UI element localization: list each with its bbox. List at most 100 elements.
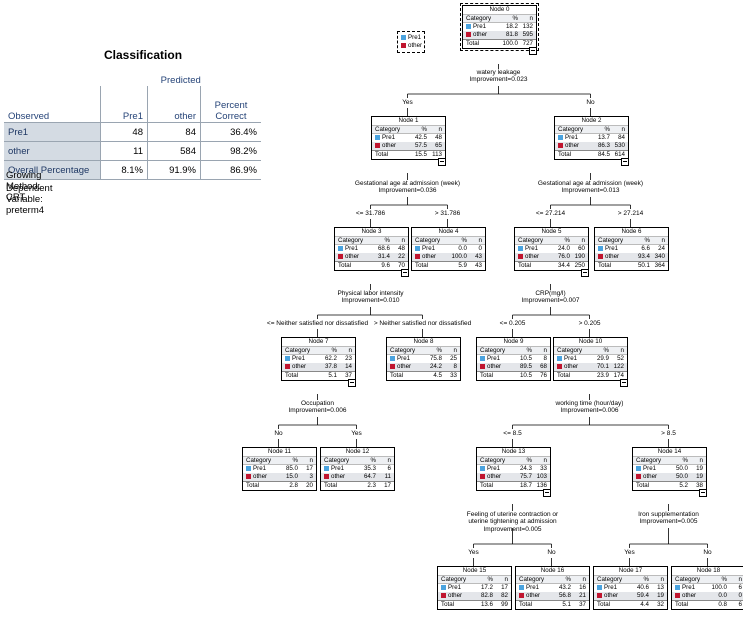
predicted-header: Predicted [160,75,201,86]
split-variable: watery leakage [476,69,521,76]
collapse-toggle-icon[interactable] [348,379,356,387]
node-category-header: Category%n [554,346,627,355]
pre1-swatch-icon [675,584,680,590]
collapse-toggle-icon[interactable] [438,158,446,166]
collapse-toggle-icon[interactable] [581,269,589,277]
row-label: Overall Percentage [4,160,101,180]
collapse-toggle-icon[interactable] [620,379,628,387]
split-label: working time (hour/day)Improvement=0.006 [556,400,624,415]
split-improvement: Improvement=0.023 [469,76,528,84]
branch-label: <= 8.5 [503,430,522,437]
branch-label: No [586,99,595,106]
node-category-header: Category%n [438,575,511,584]
node-title: Node 1 [398,117,419,124]
branch-label: > 8.5 [661,430,676,437]
split-variable: Iron supplementation [638,511,699,518]
cell: 36.4% [200,122,261,142]
cell: 91.9% [147,160,201,180]
collapse-toggle-icon[interactable] [699,489,707,497]
split-variable: Gestational age at admission (week) [354,180,461,187]
split-improvement: Improvement=0.005 [483,525,542,533]
node-category-header: Category%n [477,346,550,355]
split-variable: CRP(mg/l) [535,290,566,297]
collapse-toggle-icon[interactable] [401,269,409,277]
pre1-swatch-icon [519,584,524,590]
classification-title: Classification [104,48,183,62]
column-header: Percent Correct [200,86,261,123]
node-title: Node 17 [618,567,643,574]
node-category-header: Category%n [463,14,536,23]
node-category-header: Category%n [515,236,588,245]
other-swatch-icon [636,473,641,479]
cell: 84 [147,122,201,142]
pre1-swatch-icon [480,355,485,361]
branch-label: > Neither satisfied nor dissatisfied [373,320,472,327]
node-title: Node 4 [438,228,459,235]
split-variable: Feeling of uterine contraction or [466,511,559,518]
other-swatch-icon [480,363,485,369]
pre1-swatch-icon [598,245,603,251]
node-category-header: Category%n [633,456,706,465]
other-swatch-icon [518,253,523,259]
other-swatch-icon [558,142,563,148]
node-title: Node 9 [503,338,524,345]
cell: 98.2% [200,141,261,161]
branch-label: > 0.205 [578,320,601,327]
other-swatch-icon [415,253,420,259]
collapse-toggle-icon[interactable] [621,158,629,166]
collapse-toggle-icon[interactable] [529,47,537,55]
split-variable: uterine tightening at admission [468,518,557,526]
split-label: CRP(mg/l)Improvement=0.007 [522,290,580,305]
table-row: Overall Percentage 8.1% 91.9% 86.9% [4,160,261,180]
split-label: Gestational age at admission (week)Impro… [355,180,460,195]
pre1-swatch-icon [390,355,395,361]
cell: 8.1% [100,160,148,180]
node-category-header: Category%n [516,575,589,584]
split-variable: Physical labor intensity [337,290,404,297]
observed-header: Observed [8,111,50,122]
collapse-toggle-icon[interactable] [543,489,551,497]
other-swatch-icon [401,42,406,48]
